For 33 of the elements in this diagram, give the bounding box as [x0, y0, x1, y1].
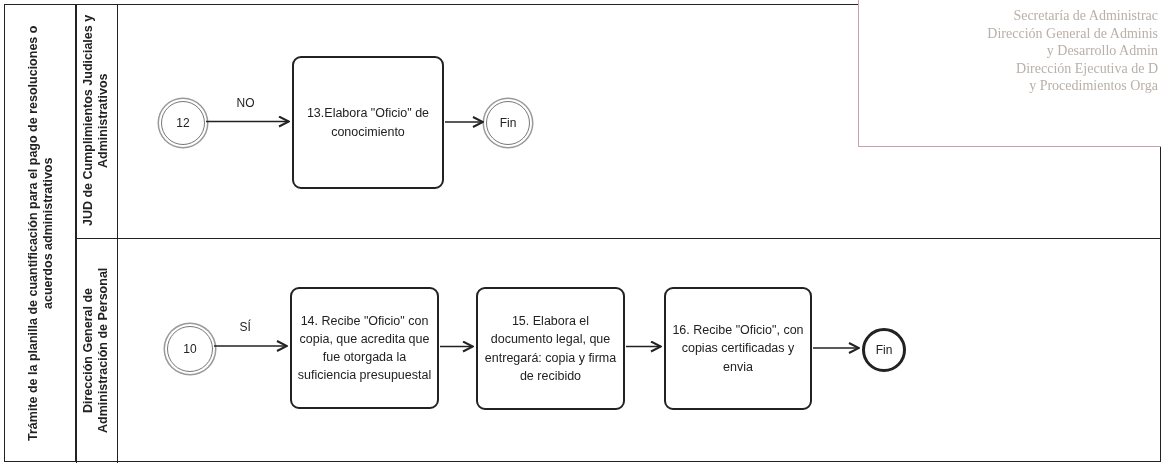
edge-label: SÍ	[237, 320, 253, 334]
stamp-text: Secretaría de Administrac	[1012, 7, 1158, 25]
page-connector-circle	[161, 101, 205, 145]
arrow	[625, 340, 662, 353]
connector-label: 12	[176, 116, 190, 130]
connector-label: 10	[183, 342, 197, 356]
process-box	[292, 56, 444, 189]
edge-label: NO	[234, 95, 257, 110]
stamp-text: y Procedimientos Orga	[1028, 77, 1158, 95]
process-box	[290, 287, 439, 409]
page-connector-circle	[167, 326, 213, 372]
lane-label: JUD de Cumplimientos Judiciales y Administrativos	[80, 13, 111, 229]
swimlane	[76, 238, 1161, 463]
stamp-text: y Desarrollo Admin	[1045, 42, 1158, 60]
task-text: 16. Recibe "Oficio", con copias certificadas y envia	[671, 322, 805, 376]
stamp-text: Dirección Ejecutiva de D	[1015, 59, 1158, 77]
stamp-text: Dirección General de Adminis	[986, 24, 1158, 42]
process-box	[476, 287, 625, 410]
arrow	[444, 116, 484, 128]
arrow	[205, 115, 290, 128]
lane-label: Dirección General de Administración de Personal	[80, 266, 111, 436]
process-title: Trámite de la planilla de cuantificación para el pago de resoluciones o acuerdos administrativos	[24, 24, 56, 443]
end-event-circle	[862, 328, 906, 372]
connector-label: Fin	[499, 116, 517, 130]
process-box	[664, 287, 812, 410]
task-text: 15. Elabora el documento legal, que entregará: copia y firma de recibido	[483, 313, 618, 385]
page-connector-circle	[486, 101, 530, 145]
task-text: 13.Elabora "Oficio" de conocimiento	[305, 105, 431, 141]
arrow	[812, 342, 860, 354]
arrow	[213, 340, 288, 352]
arrow	[439, 340, 474, 353]
connector-label: Fin	[875, 343, 893, 357]
task-text: 14. Recibe "Oficio" con copia, que acredita que fue otorgada la suficiencia presupuestal	[296, 312, 433, 385]
